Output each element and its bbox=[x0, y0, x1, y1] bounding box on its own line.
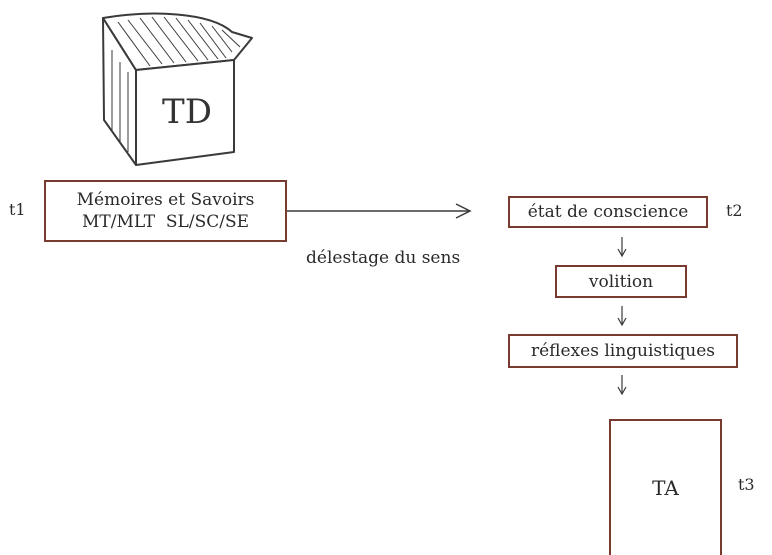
source-box-line1: Mémoires et Savoirs bbox=[76, 190, 255, 210]
arrow-label: délestage du sens bbox=[306, 248, 461, 268]
book-label: TD bbox=[162, 92, 212, 132]
time-label-t2: t2 bbox=[726, 201, 743, 220]
step-reflexes-linguistiques: réflexes linguistiques bbox=[508, 334, 738, 368]
target-box: TA bbox=[609, 419, 722, 555]
time-label-t1: t1 bbox=[9, 200, 26, 219]
main-arrow bbox=[287, 203, 472, 219]
down-arrows bbox=[617, 237, 627, 396]
step-volition: volition bbox=[555, 265, 687, 298]
step-etat-de-conscience: état de conscience bbox=[508, 196, 708, 228]
source-box-line2: MT/MLT SL/SC/SE bbox=[81, 212, 250, 232]
source-box: Mémoires et Savoirs MT/MLT SL/SC/SE bbox=[44, 180, 287, 242]
time-label-t3: t3 bbox=[738, 475, 755, 494]
target-box-label: TA bbox=[652, 476, 679, 500]
book-drawing bbox=[102, 12, 253, 166]
